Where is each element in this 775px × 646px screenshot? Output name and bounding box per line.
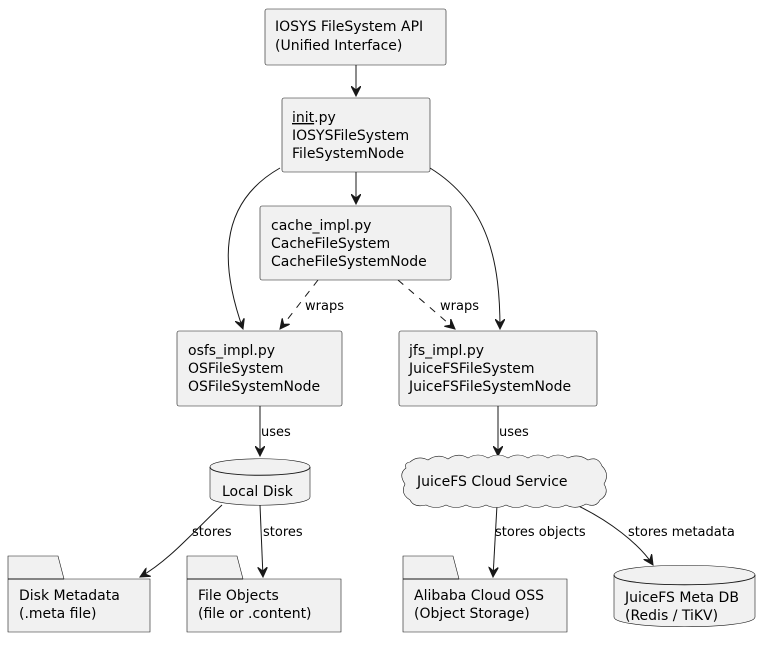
edge-label-stores-objects: stores objects xyxy=(495,525,586,540)
edge-label-stores-files: stores xyxy=(263,525,303,540)
edge-label-stores-meta: stores xyxy=(192,525,232,540)
node-alibaba-oss: Alibaba Cloud OSS (Object Storage) xyxy=(402,555,568,633)
node-alibaba-oss-line-2: (Object Storage) xyxy=(414,606,530,622)
node-local-disk-label: Local Disk xyxy=(222,484,294,500)
node-file-objects: File Objects (file or .content) xyxy=(186,555,342,633)
database-icon xyxy=(613,565,756,627)
node-juicefs-metadb-line-2: (Redis / TiKV) xyxy=(625,608,718,624)
node-disk-metadata-line-1: Disk Metadata xyxy=(19,588,120,604)
node-juicefs-cloud-label: JuiceFS Cloud Service xyxy=(416,474,568,490)
node-cache-line-3: CacheFileSystemNode xyxy=(271,254,427,270)
node-cache: cache_impl.py CacheFileSystem CacheFileS… xyxy=(259,205,452,281)
node-cache-line-2: CacheFileSystem xyxy=(271,236,390,252)
node-init-line-2: IOSYSFileSystem xyxy=(292,128,409,144)
node-jfs-line-2: JuiceFSFileSystem xyxy=(408,361,535,377)
node-local-disk: Local Disk xyxy=(209,458,311,506)
node-file-objects-line-1: File Objects xyxy=(198,588,279,604)
node-jfs-line-3: JuiceFSFileSystemNode xyxy=(408,379,571,395)
edge-labels: wraps wraps uses uses stores stores stor… xyxy=(192,299,735,540)
node-jfs-line-1: jfs_impl.py xyxy=(408,343,484,359)
node-osfs-line-2: OSFileSystem xyxy=(188,361,284,377)
edges xyxy=(140,65,653,577)
node-cache-line-1: cache_impl.py xyxy=(271,218,371,234)
edge-label-wraps-left: wraps xyxy=(305,299,344,314)
node-api-line-1: IOSYS FileSystem API xyxy=(275,19,423,35)
edge-label-uses-left: uses xyxy=(261,425,291,440)
node-juicefs-metadb: JuiceFS Meta DB (Redis / TiKV) xyxy=(613,565,756,627)
edge-disk-files xyxy=(260,504,263,577)
edge-init-osfs xyxy=(227,167,281,329)
edge-cloud-oss xyxy=(493,504,497,577)
node-init-line-1: init.py xyxy=(292,110,336,126)
node-jfs: jfs_impl.py JuiceFSFileSystem JuiceFSFil… xyxy=(398,330,598,407)
edge-cache-jfs xyxy=(397,279,455,329)
edge-label-wraps-right: wraps xyxy=(440,299,479,314)
node-osfs-line-3: OSFileSystemNode xyxy=(188,379,320,395)
edge-cloud-metadb xyxy=(569,501,653,565)
edge-init-jfs xyxy=(429,167,500,329)
node-init: init.py IOSYSFileSystem FileSystemNode xyxy=(281,97,431,173)
node-disk-metadata: Disk Metadata (.meta file) xyxy=(7,555,151,633)
edge-disk-meta xyxy=(140,504,223,577)
edge-label-uses-right: uses xyxy=(499,425,529,440)
node-init-suffix: .py xyxy=(314,110,336,126)
cloud-icon xyxy=(401,454,607,508)
database-icon xyxy=(209,458,311,506)
node-juicefs-cloud: JuiceFS Cloud Service xyxy=(401,454,607,508)
node-file-objects-line-2: (file or .content) xyxy=(198,606,312,622)
node-osfs-line-1: osfs_impl.py xyxy=(188,343,275,359)
node-api: IOSYS FileSystem API (Unified Interface) xyxy=(264,8,447,66)
node-osfs: osfs_impl.py OSFileSystem OSFileSystemNo… xyxy=(176,330,343,407)
edge-cache-osfs xyxy=(280,279,319,329)
node-api-line-2: (Unified Interface) xyxy=(275,38,402,54)
node-alibaba-oss-line-1: Alibaba Cloud OSS xyxy=(414,588,544,604)
node-juicefs-metadb-line-1: JuiceFS Meta DB xyxy=(624,590,739,606)
edge-label-stores-metadata: stores metadata xyxy=(628,525,735,540)
node-init-underlined: init xyxy=(292,110,315,126)
node-disk-metadata-line-2: (.meta file) xyxy=(19,606,96,622)
node-init-line-3: FileSystemNode xyxy=(292,146,404,162)
